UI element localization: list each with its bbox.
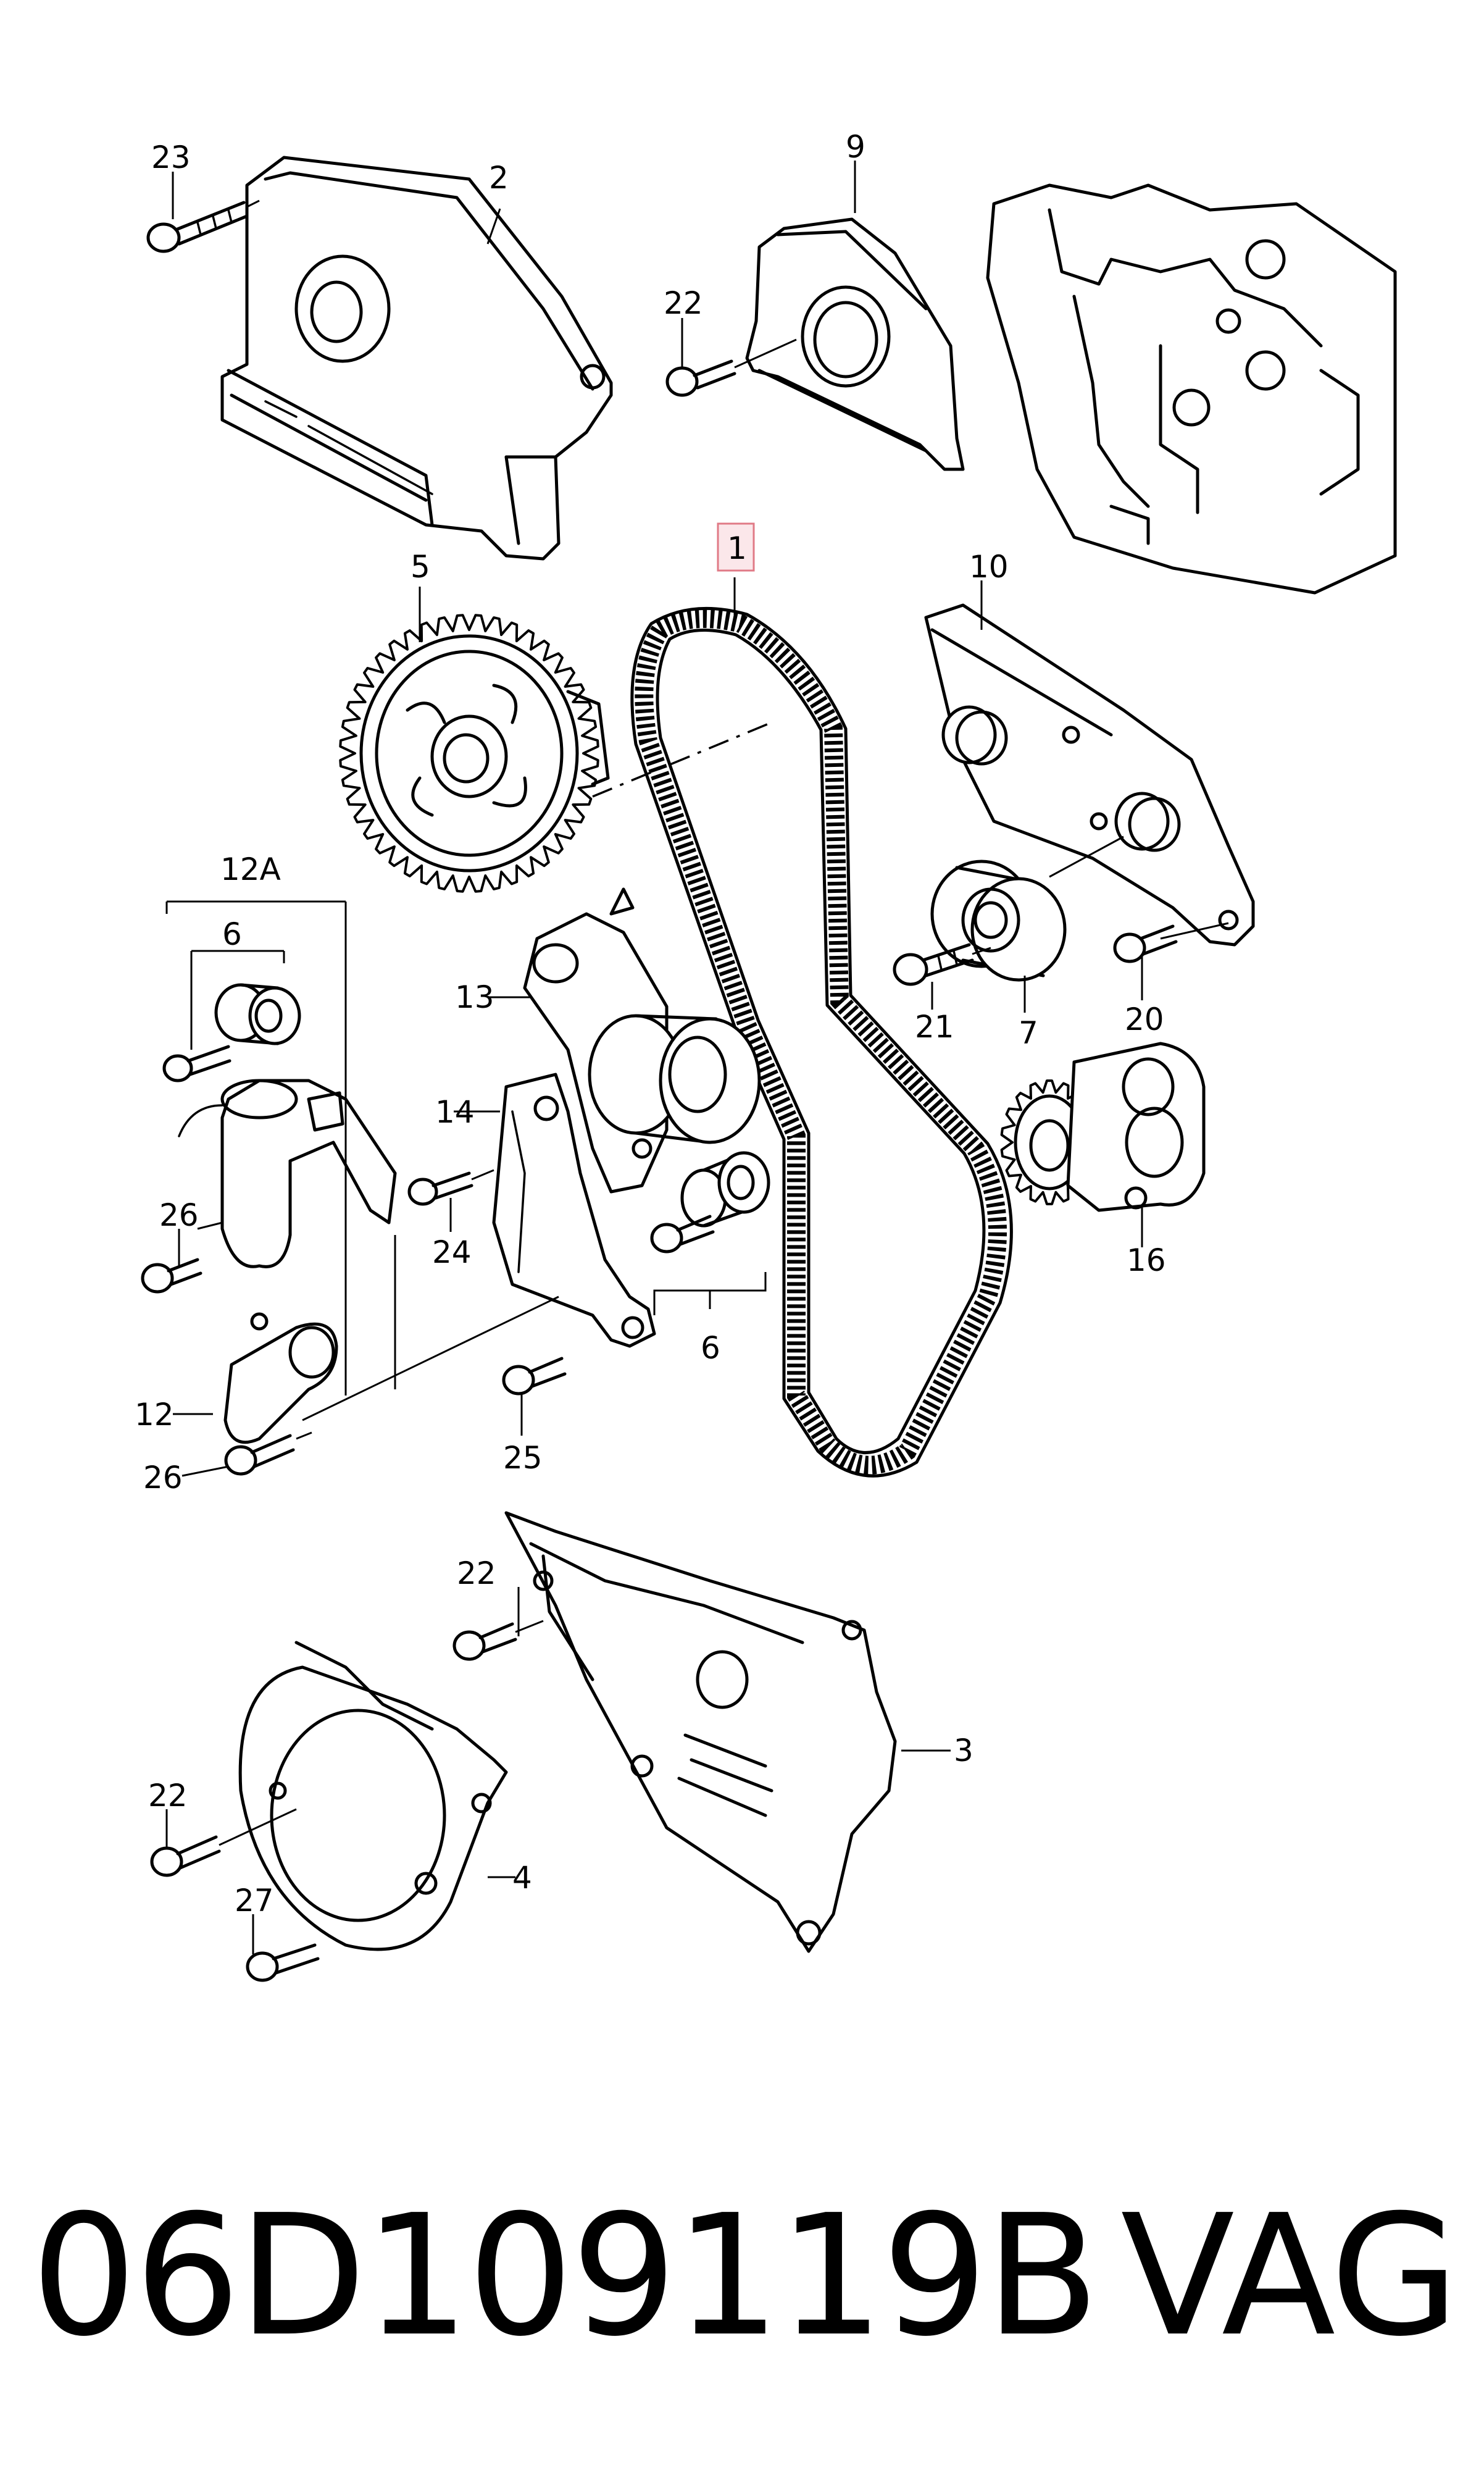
callout-10: 10 [969,549,1009,585]
part-13-tensioner [523,887,761,1194]
part-9-seal-housing [745,217,965,471]
footer-caption: 06D109119B VAG [31,2177,1459,2374]
bolt-22-lower [150,1808,297,1877]
callout-16: 16 [1127,1242,1166,1278]
callout-22-middle: 22 [457,1555,496,1591]
callout-22-top: 22 [664,285,703,321]
part-number: 06D109119B [31,2178,1099,2373]
bolt-center-6 [650,1215,715,1253]
callout-9: 9 [846,129,865,165]
callout-2: 2 [489,160,509,196]
callout-1: 1 [727,530,747,566]
callout-20: 20 [1125,1002,1164,1037]
bolt-23 [146,199,260,253]
callout-23: 23 [151,140,191,175]
callout-22-lower: 22 [148,1778,188,1814]
brand-name: VAG [1120,2178,1459,2373]
callout-12: 12 [135,1397,174,1433]
callout-leaders [165,161,1143,1954]
part-7-idler-pulley [930,860,1067,982]
callout-21: 21 [915,1009,954,1045]
bolt-20 [1113,924,1178,963]
callout-1-highlight [717,522,755,572]
callout-12A: 12A [220,852,281,887]
callout-24: 24 [432,1234,472,1270]
part-16-water-pump [1000,1042,1206,1247]
callout-labels: 1 2 3 4 5 6 6 7 9 10 12 12A 13 14 16 20 … [135,129,1166,1919]
bolt-25 [502,1357,567,1396]
callout-14: 14 [435,1094,475,1130]
callout-26-upper: 26 [159,1197,199,1233]
part-6-roller-center [680,1151,770,1228]
engine-block [986,183,1397,595]
callout-27: 27 [235,1883,274,1919]
callout-4: 4 [512,1860,532,1896]
bolt-24 [407,1169,494,1206]
part-14-bracket [302,1073,656,1421]
callout-6-left: 6 [222,916,242,952]
part-5-camshaft-sprocket [339,614,772,893]
part-4-rear-cover [238,1641,508,1951]
callout-13: 13 [455,979,494,1015]
callout-7: 7 [1019,1015,1038,1051]
part-12-damper [223,1312,338,1476]
callout-26-lower: 26 [143,1460,183,1496]
bolt-22-middle [452,1620,544,1661]
bolt-21 [893,943,991,986]
bolt-27 [246,1943,320,1982]
callout-5: 5 [411,549,430,585]
part-10-back-plate [924,603,1255,947]
bolt-22-top [665,338,797,397]
part-12A-damper-assembly [141,914,397,1396]
part-3-lower-cover [504,1511,897,1953]
part-2-timing-cover-upper [220,156,613,561]
callout-3: 3 [954,1733,973,1768]
callout-25: 25 [503,1440,543,1476]
part-1-timing-belt [630,606,1013,1478]
callout-6-center: 6 [701,1330,720,1366]
